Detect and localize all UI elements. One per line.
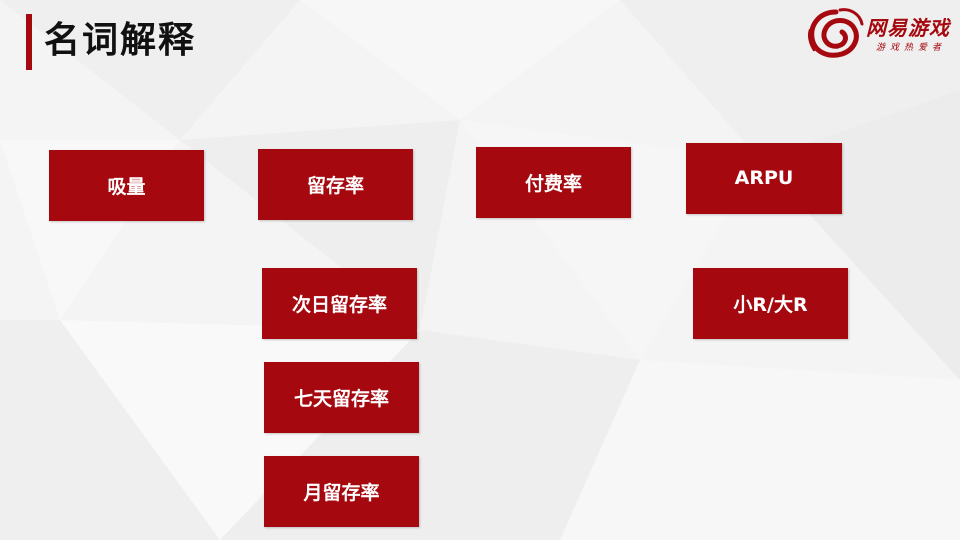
term-card-next-day-retention[interactable]: 次日留存率 [262, 268, 417, 339]
logo-swirl-icon [807, 8, 864, 58]
term-label: 付费率 [524, 173, 582, 195]
term-label: 次日留存率 [291, 294, 387, 316]
term-label: 吸量 [107, 176, 146, 198]
term-card-monthly-retention[interactable]: 月留存率 [264, 456, 419, 527]
term-label: 留存率 [306, 175, 364, 197]
term-card-small-big-r[interactable]: 小R/大R [693, 268, 848, 339]
brand-logo: 网易游戏 游戏热爱者 [806, 6, 956, 62]
term-label: 小R/大R [733, 294, 808, 316]
logo-name: 网易游戏 [866, 16, 950, 40]
page-title: 名词解释 [44, 20, 197, 61]
term-card-arpu[interactable]: ARPU [686, 143, 842, 214]
term-card-retention[interactable]: 留存率 [258, 149, 413, 220]
term-label: 月留存率 [303, 482, 380, 504]
term-card-pay-rate[interactable]: 付费率 [476, 147, 631, 218]
term-card-seven-day-retention[interactable]: 七天留存率 [264, 362, 419, 433]
title-accent-bar [26, 14, 32, 70]
term-label: ARPU [734, 167, 794, 189]
term-card-install[interactable]: 吸量 [49, 150, 204, 221]
term-label: 七天留存率 [293, 388, 389, 410]
logo-tagline: 游戏热爱者 [876, 43, 947, 53]
